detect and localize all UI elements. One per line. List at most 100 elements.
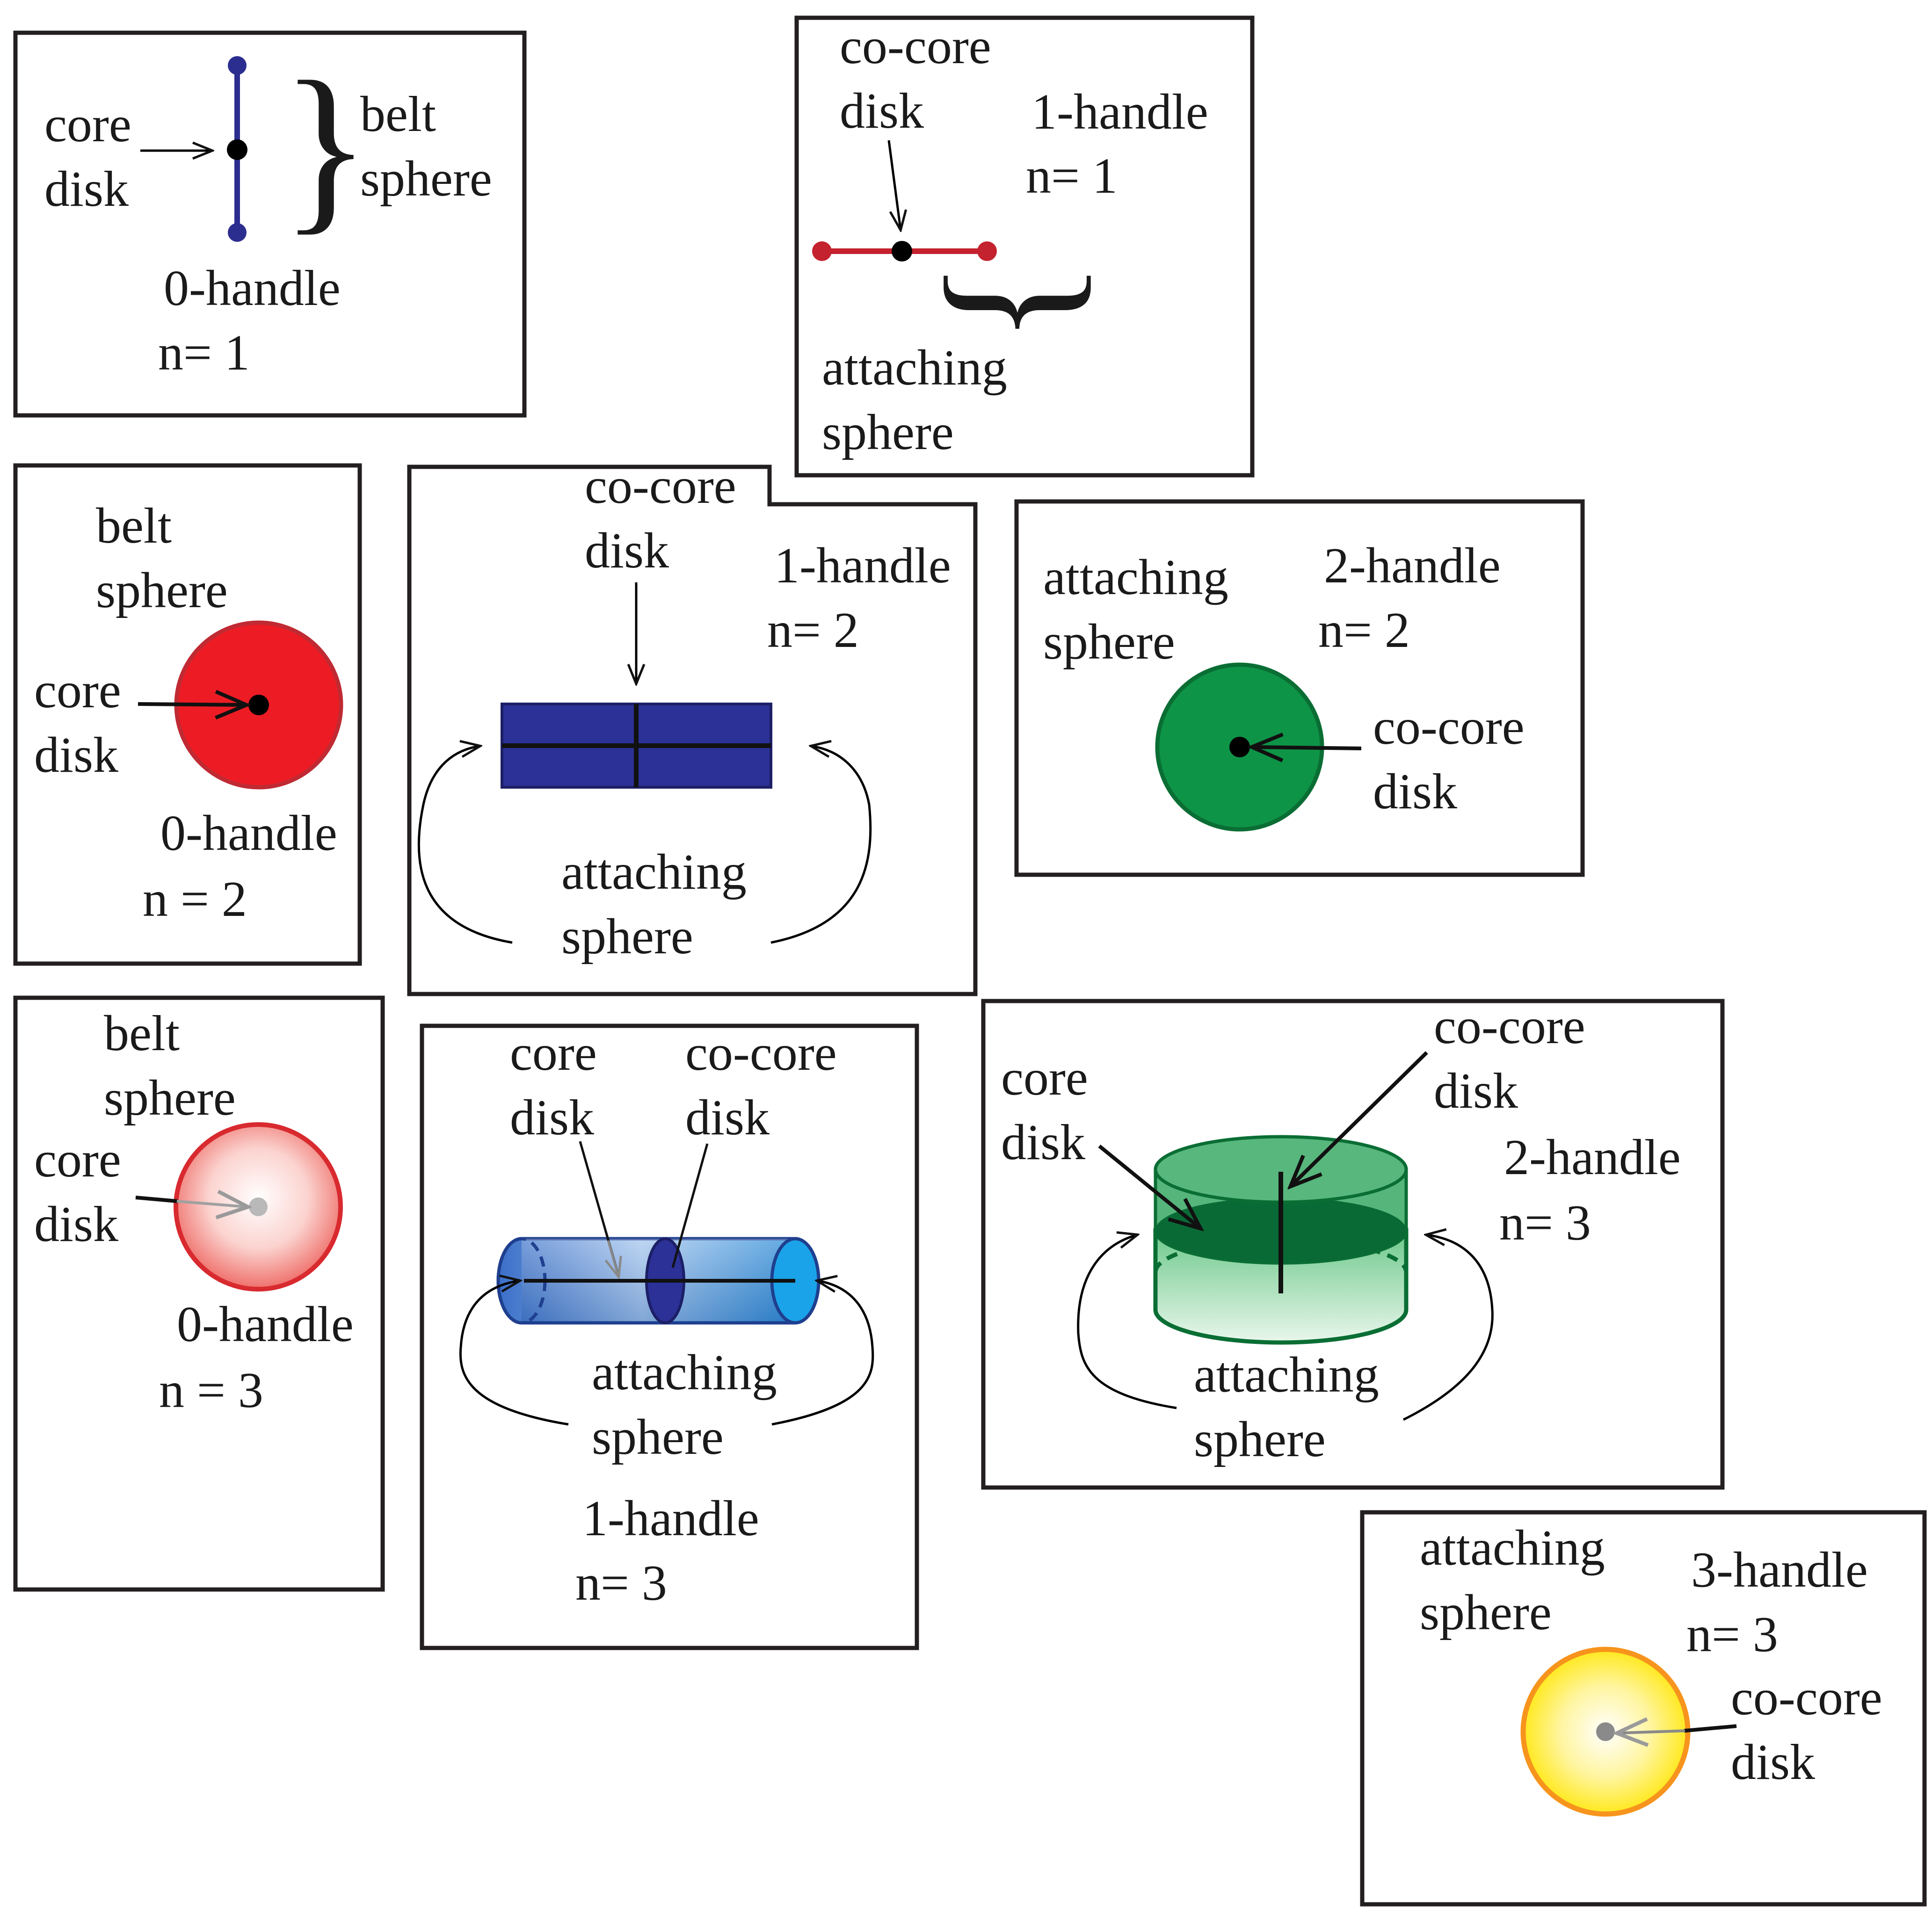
label-attaching: attaching	[1043, 550, 1228, 605]
label-n: n= 2	[1318, 602, 1410, 658]
panel-frame	[420, 1023, 919, 1650]
label-co-core: co-core	[685, 1025, 837, 1081]
label-n: n= 1	[158, 325, 250, 381]
center-point	[1596, 1722, 1615, 1741]
label-n: n= 3	[1499, 1195, 1591, 1251]
panel-1-handle-n2: co-core disk 1-handle n= 2 attaching sph…	[407, 458, 978, 996]
attaching-curve-left	[459, 1281, 569, 1426]
label-disk: disk	[34, 1197, 118, 1252]
label-co-core: co-core	[840, 19, 991, 74]
panel-1-handle-n1: co-core disk 1-handle n= 1 } attaching s…	[794, 15, 1255, 478]
label-handle: 0-handle	[164, 261, 341, 316]
co-core-arrow-outside	[1684, 1724, 1737, 1733]
co-core-arrow	[1253, 747, 1362, 748]
panel-frame	[1360, 1510, 1927, 1907]
brace-glyph: }	[929, 260, 1126, 345]
label-n: n= 3	[1686, 1607, 1778, 1662]
label-disk: disk	[510, 1090, 594, 1146]
brace-glyph: }	[281, 43, 370, 250]
label-core: core	[34, 663, 121, 718]
panel-0-handle-n2: belt sphere core disk 0-handle n = 2	[13, 463, 362, 966]
label-n: n= 1	[1026, 148, 1118, 204]
label-disk: disk	[840, 83, 924, 139]
label-disk: disk	[44, 161, 129, 217]
label-disk-2: disk	[1001, 1115, 1085, 1170]
label-disk: disk	[1373, 764, 1457, 820]
panel-0-handle-n1: core disk } belt sphere 0-handle n= 1	[13, 30, 527, 418]
center-point	[892, 241, 912, 261]
label-sphere: sphere	[1420, 1585, 1552, 1640]
label-sphere: sphere	[822, 405, 954, 460]
label-handle: 1-handle	[582, 1491, 759, 1546]
label-sphere: sphere	[360, 151, 492, 207]
label-attaching: attaching	[822, 340, 1007, 396]
panel-2-handle-n3: co-core disk core disk 2-handle n= 3 att…	[981, 999, 1725, 1490]
label-core: core	[34, 1132, 121, 1188]
center-point	[248, 695, 269, 715]
panel-0-handle-n3: belt sphere core disk 0-handle n = 3	[13, 995, 385, 1592]
label-sphere: sphere	[104, 1070, 236, 1126]
label-core: core	[510, 1025, 597, 1081]
label-handle: 1-handle	[774, 538, 951, 594]
co-core-arrow	[887, 140, 901, 229]
panel-frame	[794, 15, 1255, 478]
panel-frame	[13, 30, 527, 418]
endpoint-bottom	[228, 223, 247, 242]
attaching-curve-left	[1077, 1235, 1177, 1409]
co-core-arrow-inside	[1618, 1731, 1685, 1733]
label-handle: 2-handle	[1504, 1130, 1681, 1185]
endpoint-top	[228, 56, 247, 75]
label-attaching: attaching	[1420, 1520, 1605, 1576]
endpoint-right	[977, 241, 997, 261]
label-disk: disk	[34, 727, 118, 783]
label-sphere: sphere	[96, 563, 228, 618]
attaching-curve-right	[771, 1281, 874, 1426]
attaching-curve-left	[417, 746, 513, 944]
panel-frame	[981, 999, 1725, 1490]
label-sphere: sphere	[1194, 1412, 1326, 1467]
co-core-arrow	[671, 1143, 709, 1268]
label-sphere: sphere	[592, 1409, 724, 1465]
label-handle: 0-handle	[177, 1297, 354, 1352]
center-point	[227, 139, 247, 160]
label-core: core	[44, 97, 131, 152]
label-co-core: co-core	[585, 458, 736, 514]
label-co-core: co-core	[1373, 699, 1525, 755]
panel-frame	[1014, 499, 1585, 877]
label-core: core	[1001, 1050, 1088, 1106]
label-sphere: sphere	[561, 909, 693, 965]
panel-2-handle-n2: attaching sphere 2-handle n= 2 co-core d…	[1014, 499, 1585, 877]
label-n: n = 3	[159, 1363, 263, 1418]
panel-3-handle-n3: attaching sphere 3-handle n= 3 co-core d…	[1360, 1510, 1927, 1907]
label-belt: belt	[96, 498, 172, 554]
panel-frame	[407, 464, 978, 996]
core-disk-arrow	[138, 704, 246, 705]
label-attaching: attaching	[561, 844, 747, 900]
core-disk-arrow-tip	[608, 1240, 618, 1276]
label-co-core: co-core	[1434, 999, 1585, 1054]
label-sphere: sphere	[1043, 614, 1175, 670]
label-handle: 1-handle	[1031, 84, 1208, 140]
label-disk-2: disk	[685, 1090, 770, 1146]
panel-frame	[13, 995, 385, 1592]
label-belt: belt	[104, 1006, 180, 1061]
label-attaching: attaching	[1194, 1347, 1379, 1403]
center-point	[1229, 737, 1250, 757]
label-attaching: attaching	[592, 1345, 777, 1401]
core-disk-arrow-outside	[135, 1196, 178, 1203]
core-disk-arrow-inside	[176, 1201, 247, 1207]
attaching-curve-right	[1402, 1235, 1494, 1421]
label-n: n = 2	[143, 871, 247, 927]
co-core-arrow	[1291, 1051, 1428, 1186]
label-disk: disk	[1434, 1063, 1518, 1119]
label-handle: 3-handle	[1691, 1542, 1868, 1598]
label-disk: disk	[1731, 1735, 1815, 1790]
attaching-curve-right	[770, 746, 872, 944]
label-n: n= 3	[575, 1555, 667, 1611]
panel-frame	[13, 463, 362, 966]
label-co-core: co-core	[1731, 1670, 1882, 1726]
center-point	[249, 1198, 268, 1216]
label-handle: 2-handle	[1324, 538, 1501, 594]
